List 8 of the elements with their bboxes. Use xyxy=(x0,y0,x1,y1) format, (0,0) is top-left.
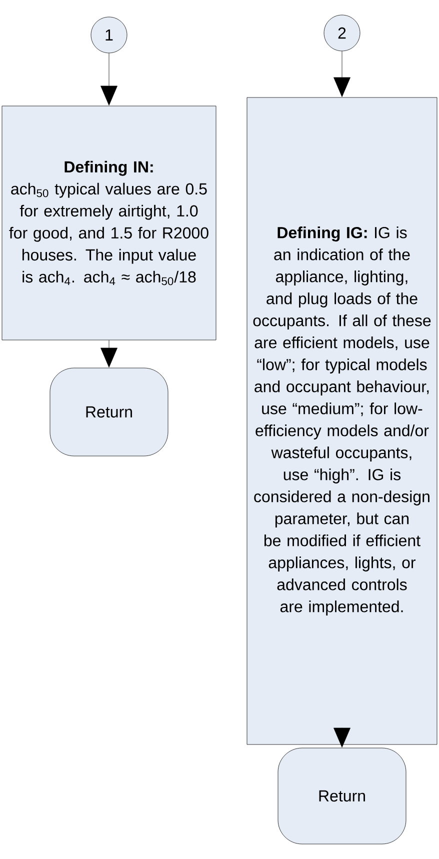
return-terminal: Return xyxy=(50,368,168,456)
return-terminal: Return xyxy=(278,748,406,844)
arrow xyxy=(100,340,118,368)
arrow xyxy=(334,50,350,97)
arrow xyxy=(100,52,118,106)
process-box: Defining IG: IG is an indication of the appliance, lighting, and plug loads of the occupants. If all of these are efficient models, use “low”; for typical models and occupant behaviour, use “medium”; for low-efficiency models and/or wasteful occupants, use “high”. IG is considered a non-design parameter, but can be modified if efficient appliances, lights, or advanced controls are implemented. xyxy=(246,97,438,745)
arrow xyxy=(334,728,350,748)
process-box: Defining IN: ach$_{50}$ typical values are 0.5 for extremely airtight, 1.0 for good, and 1.5 for R2000 houses. The input value is ach$_{4}$. ach$_{4}$ ≈ ach$_{50}$/18 xyxy=(2,106,216,340)
